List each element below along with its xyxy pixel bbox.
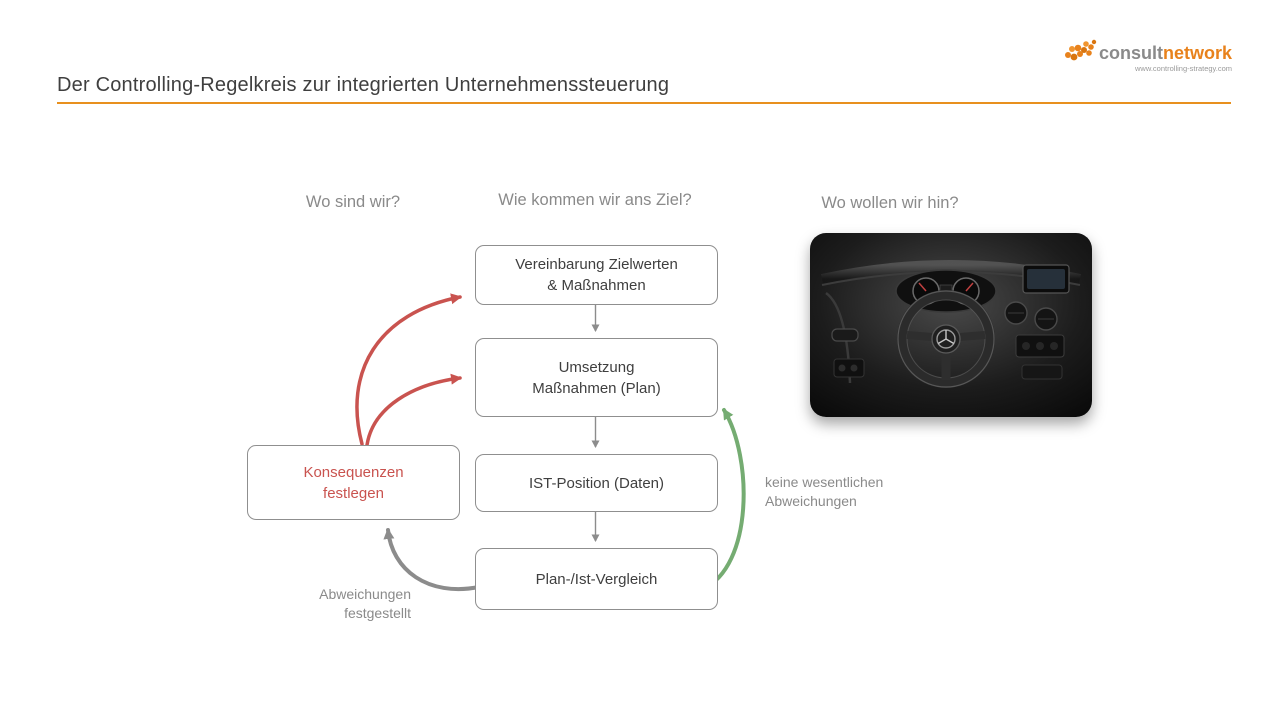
- flow-box-vergleich-line1: Plan-/Ist-Vergleich: [535, 570, 658, 588]
- gray-deviation-arrow: [383, 528, 481, 592]
- red-arrow-to-zielwerte: [355, 293, 462, 446]
- flow-box-zielwerte: Vereinbarung Zielwerten & Maßnahmen: [475, 245, 718, 305]
- logo: consultnetwork www.controlling-strategy.…: [1042, 38, 1232, 73]
- flow-box-umsetzung: Umsetzung Maßnahmen (Plan): [475, 338, 718, 417]
- flow-box-konsequenzen: Konsequenzen festlegen: [247, 445, 460, 520]
- car-interior-image: [810, 233, 1092, 417]
- car-interior-graphic: [810, 233, 1092, 417]
- flow-box-konsequenzen-line2: festlegen: [323, 484, 384, 502]
- logo-wordmark: consultnetwork: [1099, 44, 1232, 62]
- flow-box-zielwerte-line1: Vereinbarung Zielwerten: [515, 256, 678, 273]
- flow-box-konsequenzen-line1: Konsequenzen: [303, 463, 404, 481]
- logo-url: www.controlling-strategy.com: [1135, 64, 1232, 73]
- red-arrow-to-umsetzung: [365, 373, 462, 447]
- column-header-left: Wo sind wir?: [305, 193, 401, 211]
- page-title: Der Controlling-Regelkreis zur integrier…: [57, 74, 670, 96]
- logo-word-consult: consult: [1098, 43, 1163, 63]
- label-deviation-line1: Abweichungen: [319, 586, 411, 602]
- flow-box-zielwerte-line2: & Maßnahmen: [547, 277, 646, 294]
- flow-box-ist-position-line1: IST-Position (Daten): [528, 474, 665, 492]
- logo-word-network: network: [1162, 43, 1232, 63]
- title-underline: [57, 102, 1231, 104]
- label-deviation-line2: festgestellt: [344, 604, 411, 621]
- flow-box-vergleich: Plan-/Ist-Vergleich: [475, 548, 718, 610]
- label-no-deviation-line2: Abweichungen: [765, 492, 857, 509]
- flow-box-umsetzung-line2: Maßnahmen (Plan): [532, 379, 661, 397]
- column-header-middle: Wie kommen wir ans Ziel?: [498, 191, 692, 209]
- label-no-deviation: keine wesentlichen Abweichungen: [765, 473, 935, 511]
- flow-box-umsetzung-line1: Umsetzung: [558, 358, 635, 376]
- label-deviation: Abweichungen festgestellt: [258, 585, 411, 623]
- column-header-right: Wo wollen wir hin?: [821, 194, 959, 212]
- label-no-deviation-line1: keine wesentlichen: [765, 474, 884, 490]
- flow-box-ist-position: IST-Position (Daten): [475, 454, 718, 512]
- grapes-icon: [1064, 39, 1097, 61]
